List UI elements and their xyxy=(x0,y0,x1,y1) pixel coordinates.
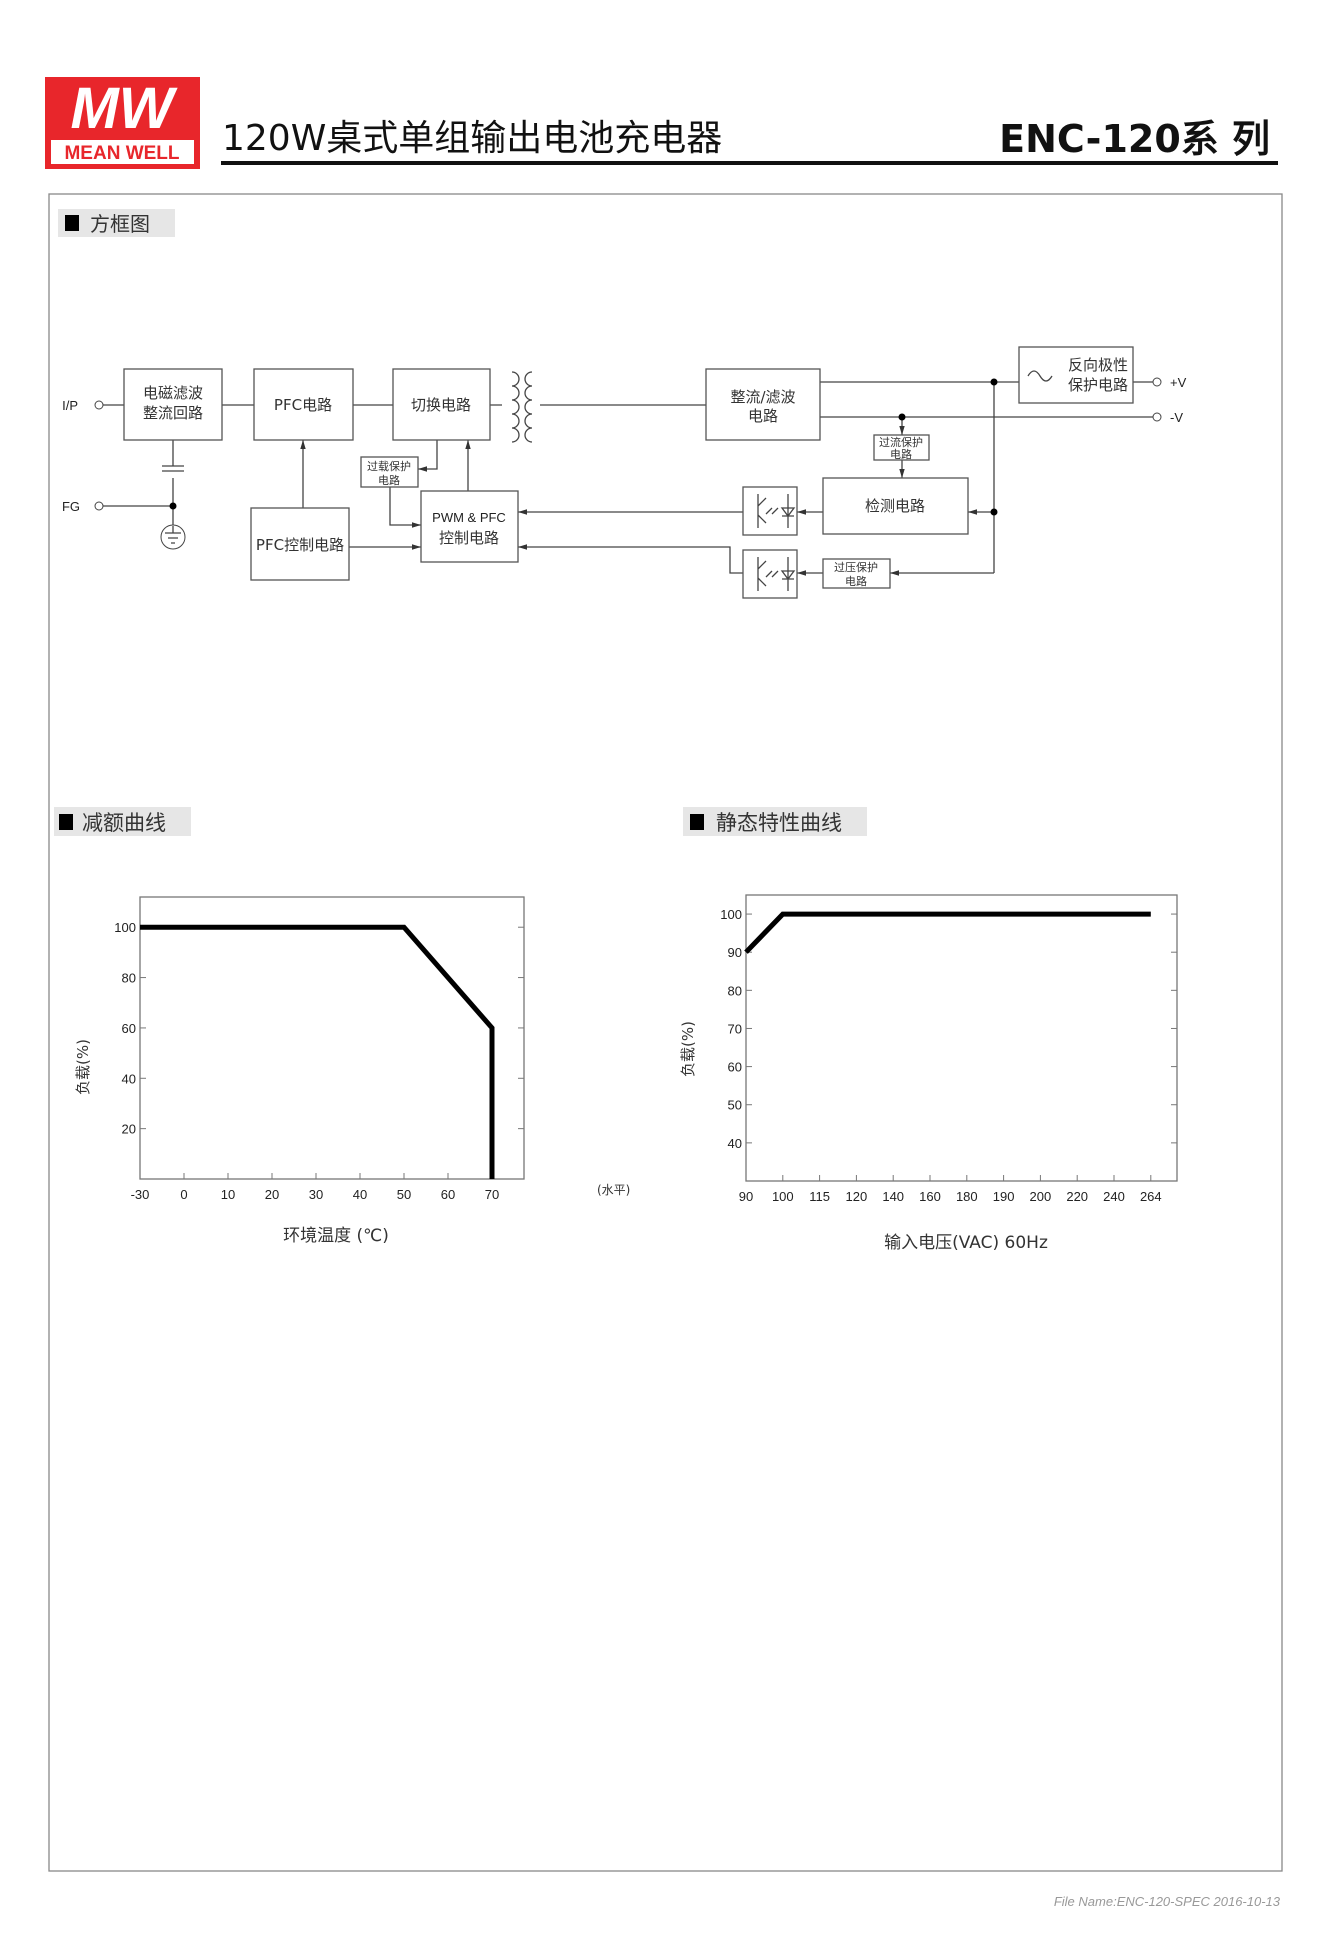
svg-text:过流保护: 过流保护 xyxy=(879,435,923,449)
svg-text:PFC控制电路: PFC控制电路 xyxy=(256,536,344,554)
svg-text:FG: FG xyxy=(62,499,80,514)
y-tick-label: 40 xyxy=(728,1136,742,1151)
pfc-control-block: PFC控制电路 xyxy=(250,507,350,581)
emi-filter-block: 电磁滤波 整流回路 xyxy=(123,368,223,441)
sine-wave-icon xyxy=(1027,370,1053,382)
vplus-terminal-icon xyxy=(1152,377,1162,387)
x-tick-label: 140 xyxy=(882,1189,904,1204)
svg-text:电磁滤波: 电磁滤波 xyxy=(143,384,203,402)
x-axis-label: 输入电压(VAC) 60Hz xyxy=(884,1233,1048,1253)
svg-text:PFC电路: PFC电路 xyxy=(274,396,332,414)
y-axis-label: 负载(%) xyxy=(74,1039,92,1095)
series-name: ENC-120系 列 xyxy=(999,117,1270,161)
svg-text:切换电路: 切换电路 xyxy=(411,396,471,414)
x-tick-label: 200 xyxy=(1030,1189,1052,1204)
y-tick-label: 40 xyxy=(122,1071,136,1086)
detection-block: 检测电路 xyxy=(822,477,969,535)
svg-text:过压保护: 过压保护 xyxy=(834,560,878,574)
y-tick-label: 100 xyxy=(720,907,742,922)
x-tick-label: 160 xyxy=(919,1189,941,1204)
svg-text:保护电路: 保护电路 xyxy=(1068,376,1128,394)
x-tick-label: 120 xyxy=(846,1189,868,1204)
svg-text:-V: -V xyxy=(1170,410,1183,425)
fg-terminal-icon xyxy=(94,501,104,511)
title-rule xyxy=(221,161,1278,165)
svg-text:MW: MW xyxy=(70,76,177,141)
ground-icon xyxy=(160,524,186,550)
series-line-load xyxy=(744,911,1151,954)
svg-text:方框图: 方框图 xyxy=(90,212,150,236)
x-tick-label: 190 xyxy=(993,1189,1015,1204)
overload-protection-block: 过载保护 电路 xyxy=(360,456,419,488)
svg-text:检测电路: 检测电路 xyxy=(865,497,925,515)
svg-text:MEAN WELL: MEAN WELL xyxy=(64,143,179,164)
x-tick-label: 40 xyxy=(353,1187,367,1202)
x-tick-label: 10 xyxy=(221,1187,235,1202)
x-tick-label: 20 xyxy=(265,1187,279,1202)
svg-text:控制电路: 控制电路 xyxy=(439,529,499,547)
overvoltage-protection-block: 过压保护 电路 xyxy=(822,558,891,589)
svg-text:I/P: I/P xyxy=(62,398,78,413)
y-tick-label: 80 xyxy=(122,971,136,986)
derating-chart: 负载(%) (水平) 环境温度 (℃) -30 0 10 20 30 40 50 60 70 20… xyxy=(74,896,630,1246)
y-tick-label: 90 xyxy=(728,945,742,960)
x-unit-label: (水平) xyxy=(597,1183,630,1197)
x-tick-label: 264 xyxy=(1140,1189,1162,1204)
svg-text:静态特性曲线: 静态特性曲线 xyxy=(716,811,842,835)
svg-text:电路: 电路 xyxy=(748,407,778,425)
content-frame xyxy=(48,193,1283,1872)
page-title: 120W桌式单组输出电池充电器 xyxy=(222,118,722,159)
transformer-icon xyxy=(511,371,533,443)
reverse-polarity-block: 反向极性 保护电路 xyxy=(1018,346,1134,404)
static-characteristic-chart: 负载(%) 输入电压(VAC) 60Hz 90 100 115 120 140 160 18… xyxy=(679,894,1178,1253)
x-tick-label: 70 xyxy=(485,1187,499,1202)
section-derating: 减额曲线 xyxy=(54,807,191,836)
svg-text:+V: +V xyxy=(1170,375,1187,390)
y-tick-label: 20 xyxy=(122,1122,136,1137)
x-tick-label: 50 xyxy=(397,1187,411,1202)
overcurrent-protection-block: 过流保护 电路 xyxy=(873,434,930,461)
x-tick-label: 240 xyxy=(1103,1189,1125,1204)
x-tick-label: 60 xyxy=(441,1187,455,1202)
y-tick-label: 60 xyxy=(122,1021,136,1036)
svg-text:电路: 电路 xyxy=(845,575,867,588)
y-tick-label: 50 xyxy=(728,1098,742,1113)
x-tick-label: 180 xyxy=(956,1189,978,1204)
svg-text:整流回路: 整流回路 xyxy=(143,404,203,422)
ip-terminal-icon xyxy=(94,400,104,410)
pwm-pfc-control-block: PWM & PFC 控制电路 xyxy=(420,490,519,563)
y-tick-label: 100 xyxy=(114,920,136,935)
mean-well-logo: MW MEAN WELL xyxy=(45,76,200,169)
x-tick-label: 90 xyxy=(739,1189,753,1204)
rectifier-filter-block: 整流/滤波 电路 xyxy=(705,368,821,441)
svg-text:过载保护: 过载保护 xyxy=(367,459,411,473)
x-tick-label: 220 xyxy=(1066,1189,1088,1204)
x-axis-label: 环境温度 (℃) xyxy=(283,1226,389,1246)
x-tick-label: 100 xyxy=(772,1189,794,1204)
x-tick-label: -30 xyxy=(131,1187,150,1202)
svg-text:反向极性: 反向极性 xyxy=(1068,356,1128,374)
svg-text:电路: 电路 xyxy=(890,448,912,461)
svg-text:整流/滤波: 整流/滤波 xyxy=(730,388,795,406)
pfc-block: PFC电路 xyxy=(253,368,354,441)
y-tick-label: 60 xyxy=(728,1060,742,1075)
section-static: 静态特性曲线 xyxy=(683,807,867,836)
y-axis-label: 负载(%) xyxy=(679,1021,697,1077)
section-block-diagram: 方框图 xyxy=(58,209,175,237)
svg-text:减额曲线: 减额曲线 xyxy=(82,811,166,835)
x-tick-label: 30 xyxy=(309,1187,323,1202)
switching-block: 切换电路 xyxy=(392,368,491,441)
x-tick-label: 115 xyxy=(809,1189,830,1204)
y-tick-label: 70 xyxy=(728,1021,742,1036)
svg-text:电路: 电路 xyxy=(378,474,400,487)
series-line-load xyxy=(140,924,495,1179)
x-tick-label: 0 xyxy=(180,1187,187,1202)
y-tick-label: 80 xyxy=(728,983,742,998)
block-diagram: I/P FG +V -V 电磁滤波 整流回路 PFC电路 切换电路 整流/滤波 … xyxy=(62,346,1187,599)
footer-file-name: File Name:ENC-120-SPEC 2016-10-13 xyxy=(1054,1894,1281,1909)
svg-text:PWM & PFC: PWM & PFC xyxy=(432,510,506,525)
optocoupler-icon xyxy=(742,549,798,599)
vminus-terminal-icon xyxy=(1152,412,1162,422)
optocoupler-icon xyxy=(742,486,798,536)
